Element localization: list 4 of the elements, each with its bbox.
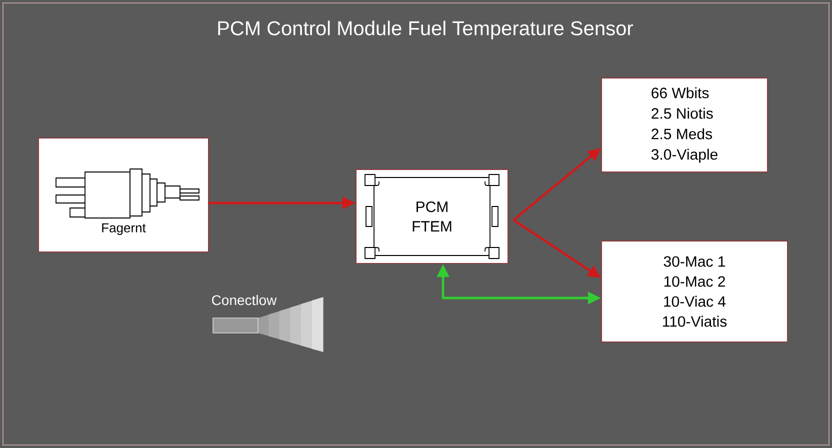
title: PCM Control Module Fuel Temperature Sensor (218, 20, 634, 40)
readout-box: 30-Mac 1 10-Mac 2 10-Viac 4 110-Viatis (601, 240, 788, 342)
readout-box: 66 Wbits 2.5 Niotis 2.5 Meds 3.0-Viaple (601, 78, 768, 172)
label-text: Conectlow (212, 294, 277, 306)
